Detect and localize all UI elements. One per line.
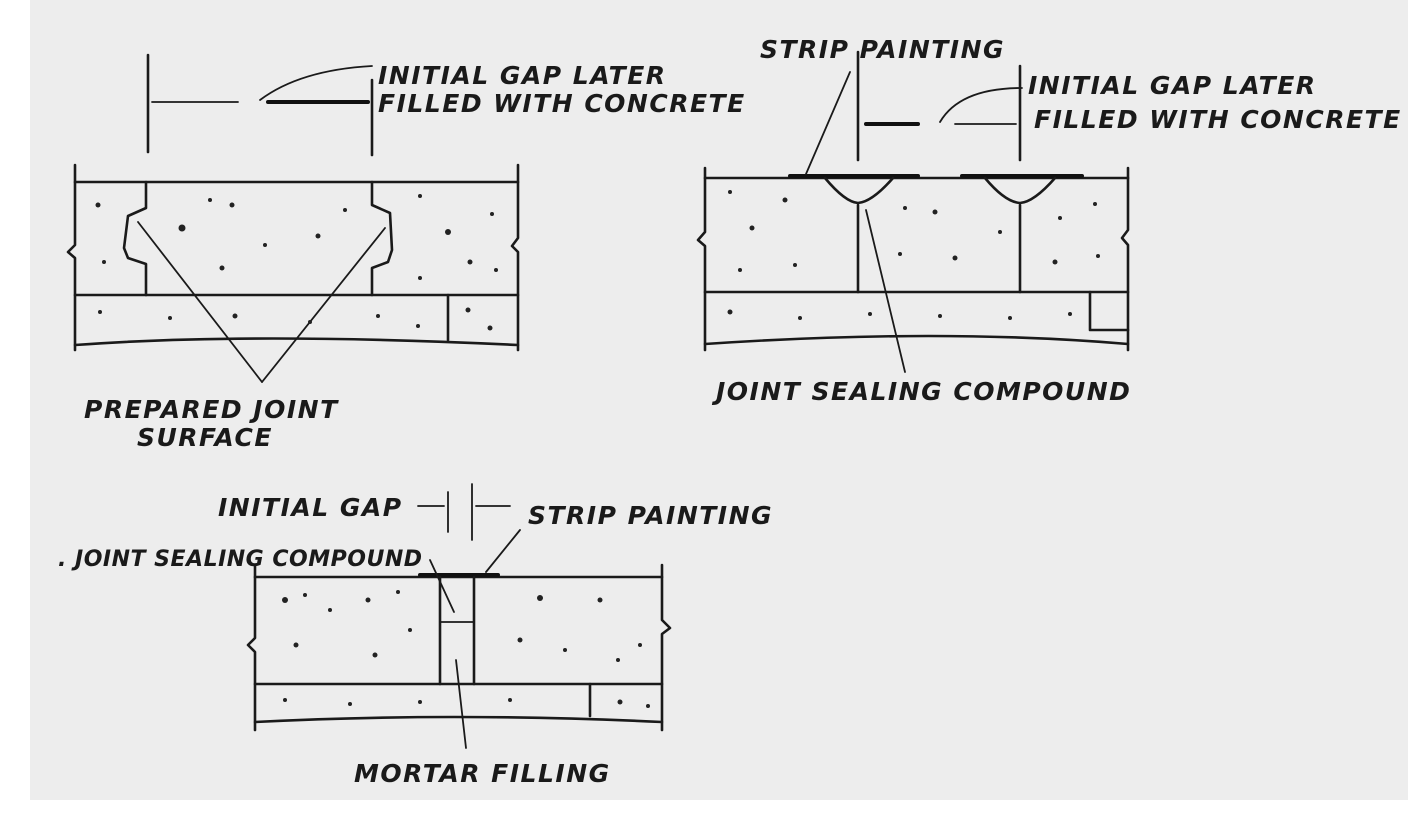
diagram-keyed-joint: INITIAL GAP LATER FILLED WITH CONCRETE P…	[66, 53, 746, 452]
label-d3-mortar: MORTAR FILLING	[354, 759, 611, 788]
slab-2-right-break	[1120, 166, 1130, 352]
key-joint-left	[122, 180, 148, 297]
label-d1-surface-2: SURFACE	[137, 423, 273, 452]
strip-arrow-2	[805, 71, 851, 175]
label-d2-strip: STRIP PAINTING	[760, 35, 1005, 64]
surface-arrow-right	[261, 227, 386, 383]
sealing-cup-left	[823, 176, 895, 205]
surface-arrow-left	[137, 221, 263, 383]
mortar-arrow-3	[455, 659, 467, 749]
slab-1-right-break	[510, 163, 520, 352]
base-2-joint	[1088, 290, 1130, 332]
label-d1-gap: INITIAL GAP LATER	[378, 61, 667, 90]
sealing-cup-right	[983, 176, 1057, 205]
aggregate-1	[95, 194, 498, 331]
dim-1-leader	[259, 65, 373, 101]
base-2-bottom-edge	[703, 334, 1130, 346]
slab-1-left-break	[66, 163, 77, 352]
slab-2-left-break	[696, 166, 707, 352]
aggregate-2	[727, 190, 1100, 320]
diagram-mortar-joint: INITIAL GAP STRIP PAINTING . JOINT SEALI…	[58, 483, 773, 788]
label-d2-gap: INITIAL GAP LATER	[1028, 71, 1317, 100]
sealing-arrow-3	[429, 559, 455, 613]
label-d2-gap-2: FILLED WITH CONCRETE	[1034, 105, 1402, 134]
slab-3-right-break	[660, 563, 672, 732]
base-1-bottom-edge	[73, 337, 520, 347]
label-d3-strip: STRIP PAINTING	[528, 501, 773, 530]
key-joint-right	[370, 180, 394, 297]
label-d2-sealing: JOINT SEALING COMPOUND	[711, 377, 1131, 406]
label-d3-sealing: . JOINT SEALING COMPOUND	[58, 547, 423, 572]
dim-2-leader	[939, 87, 1023, 123]
label-d1-gap-2: FILLED WITH CONCRETE	[378, 89, 746, 118]
diagram-sealed-joint: STRIP PAINTING INITIAL GAP LATER FILLED …	[696, 35, 1402, 406]
strip-arrow-3	[485, 529, 521, 573]
slab-3-left-break	[246, 563, 257, 732]
label-d3-gap: INITIAL GAP	[218, 493, 403, 522]
label-d1-surface: PREPARED JOINT	[84, 395, 339, 424]
sealing-arrow-2	[865, 209, 906, 373]
drawing-sheet	[30, 0, 1408, 800]
aggregate-3	[282, 590, 650, 708]
base-3-bottom-edge	[253, 715, 664, 724]
